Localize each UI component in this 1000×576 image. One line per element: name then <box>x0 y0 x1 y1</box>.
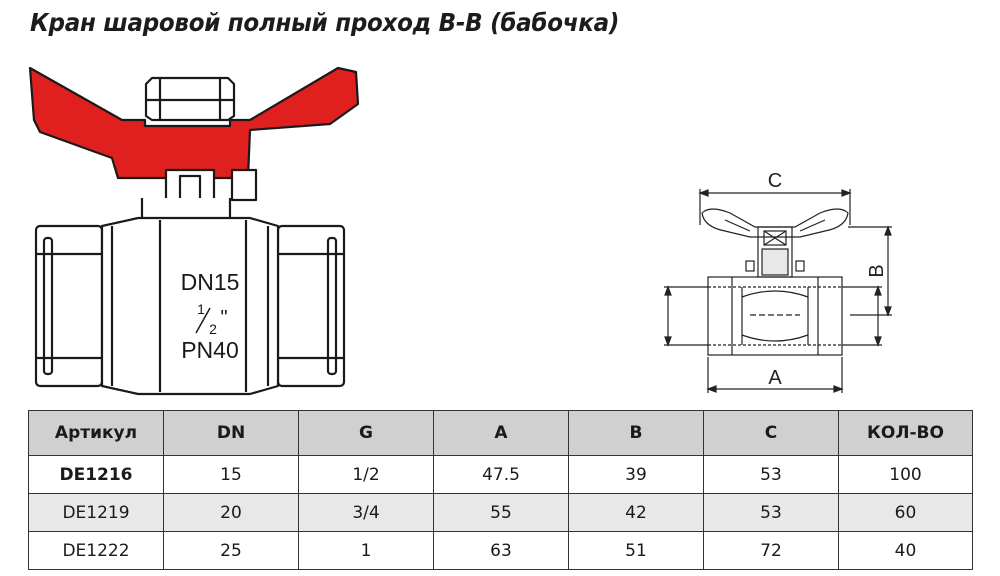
header-a: A <box>433 410 569 456</box>
page-title: Кран шаровой полный проход В-В (бабочка) <box>30 8 620 37</box>
table-row: DE1219 20 3/4 55 42 53 60 <box>28 493 973 532</box>
cell-b: 51 <box>568 531 704 570</box>
cell-dn: 15 <box>163 455 299 494</box>
cell-a: 47.5 <box>433 455 569 494</box>
size-numerator: 1 <box>197 301 205 317</box>
header-dn: DN <box>163 410 299 456</box>
header-b: B <box>568 410 704 456</box>
dimension-drawing: C B A <box>664 170 892 393</box>
size-denominator: 2 <box>209 321 217 337</box>
header-g: G <box>298 410 434 456</box>
cell-g: 3/4 <box>298 493 434 532</box>
table-header-row: Артикул DN G A B C КОЛ-ВО <box>28 410 973 456</box>
header-c: C <box>703 410 839 456</box>
dimension-a-label: A <box>768 367 782 389</box>
header-article: Артикул <box>28 410 164 456</box>
table-row: DE1222 25 1 63 51 72 40 <box>28 531 973 570</box>
dimension-b-label: B <box>866 264 888 277</box>
cell-c: 53 <box>703 455 839 494</box>
cell-article: DE1222 <box>28 531 164 570</box>
cell-dn: 25 <box>163 531 299 570</box>
pn-marking: PN40 <box>181 337 239 363</box>
cell-quantity: 60 <box>838 493 973 532</box>
cell-article: DE1216 <box>28 455 164 494</box>
ball-valve-illustration: DN15 1 2 " PN40 <box>28 66 360 396</box>
dimension-c-label: C <box>768 170 782 192</box>
valve-body <box>100 216 280 396</box>
cell-g: 1 <box>298 531 434 570</box>
cell-a: 55 <box>433 493 569 532</box>
spec-table: Артикул DN G A B C КОЛ-ВО DE1216 15 1/2 … <box>28 410 973 570</box>
cell-quantity: 40 <box>838 531 973 570</box>
cell-c: 72 <box>703 531 839 570</box>
cell-c: 53 <box>703 493 839 532</box>
cell-dn: 20 <box>163 493 299 532</box>
butterfly-handle <box>28 66 360 180</box>
cell-b: 42 <box>568 493 704 532</box>
cell-g: 1/2 <box>298 455 434 494</box>
cell-quantity: 100 <box>838 455 973 494</box>
dn-marking: DN15 <box>181 269 240 295</box>
inch-mark: " <box>220 307 227 329</box>
cell-article: DE1219 <box>28 493 164 532</box>
cell-b: 39 <box>568 455 704 494</box>
header-quantity: КОЛ-ВО <box>838 410 973 456</box>
cell-a: 63 <box>433 531 569 570</box>
table-row: DE1216 15 1/2 47.5 39 53 100 <box>28 455 973 494</box>
